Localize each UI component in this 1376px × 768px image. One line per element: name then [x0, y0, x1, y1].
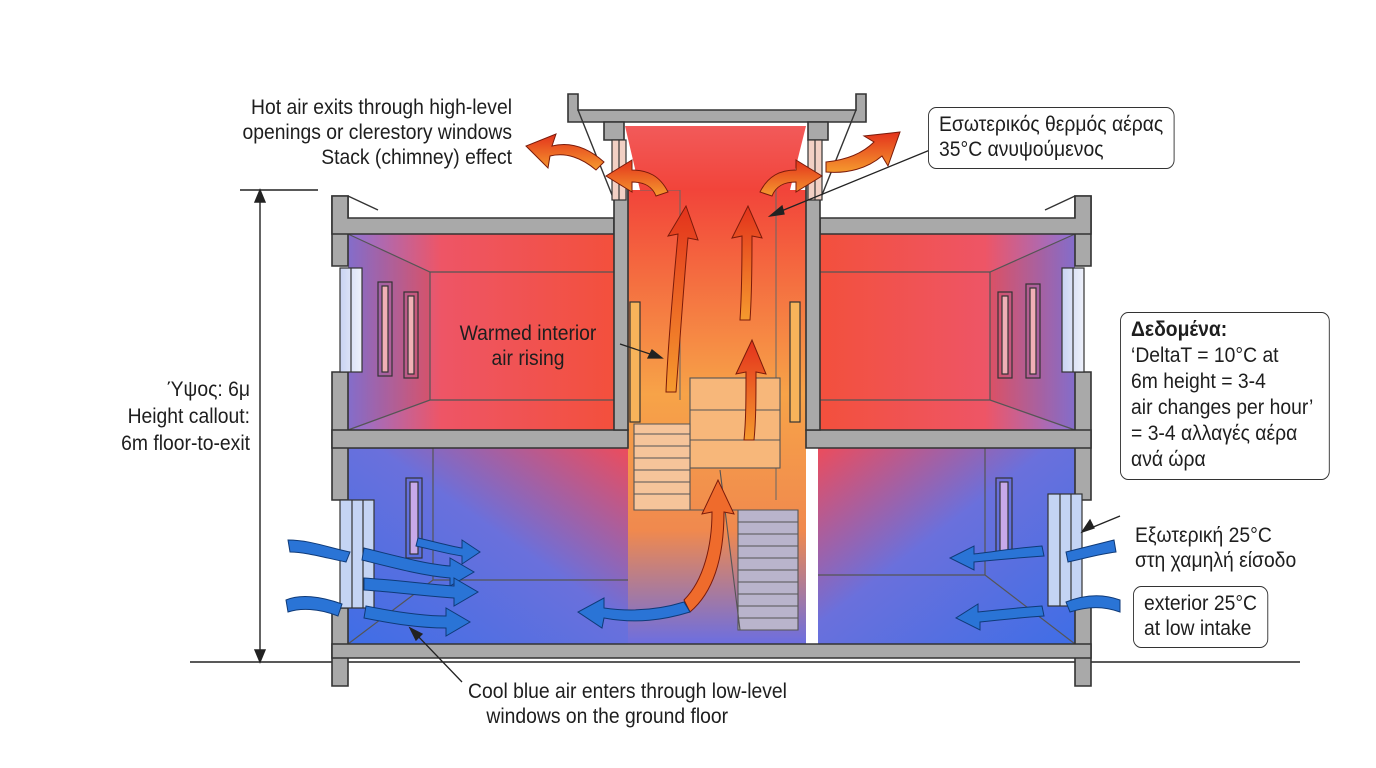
exterior-greek-label: Εξωτερική 25°C στη χαμηλή είσοδο	[1135, 523, 1296, 573]
staircase	[633, 377, 799, 631]
cool-arrow-inside-left-3	[363, 605, 471, 637]
leader-lines	[408, 149, 1121, 683]
hot-arrow-rising-right-top	[731, 204, 763, 321]
warmed-line-1: Warmed interior	[459, 322, 597, 345]
data-line-4: = 3-4 αλλαγές αέρα	[1131, 422, 1298, 445]
data-line-3: air changes per hour’	[1131, 396, 1314, 419]
interior-hot-callout: Εσωτερικός θερμός αέρας 35°C ανυψούμενος	[928, 107, 1175, 169]
interior-hot-line-1: Εσωτερικός θερμός αέρας	[939, 113, 1164, 136]
cool-arrow-inside-left-4	[415, 537, 481, 565]
hot-arrow-exit-right	[825, 131, 901, 173]
hot-air-arrows	[525, 131, 901, 613]
exterior-greek-line-2: στη χαμηλή είσοδο	[1135, 549, 1297, 572]
exterior-greek-line-1: Εξωτερική 25°C	[1135, 524, 1272, 547]
cool-arrow-inside-right-2	[954, 603, 1045, 631]
cool-arrow-inside-right-1	[948, 545, 1045, 571]
cool-air-line-1: Cool blue air enters through low-level	[468, 680, 787, 703]
clerestory-roof-right	[819, 109, 857, 201]
data-title: Δεδομένα:	[1131, 318, 1228, 341]
cool-arrow-in-right-bottom	[1065, 595, 1121, 613]
roof-slope-left	[347, 195, 379, 211]
exhaust-line-2: openings or clerestory windows	[242, 121, 512, 144]
upper-left-room	[347, 233, 615, 431]
exhaust-line-1: Hot air exits through high-level	[251, 96, 512, 119]
cool-air-label: Cool blue air enters through low-level w…	[468, 679, 787, 729]
interior-hot-line-2: 35°C ανυψούμενος	[939, 138, 1104, 161]
hot-arrow-curl-right	[759, 159, 823, 197]
cool-arrow-core-curve	[577, 597, 691, 629]
hot-arrow-curving	[683, 478, 735, 613]
hot-arrow-exit-left	[525, 133, 605, 171]
building-walls	[331, 93, 1092, 687]
height-line-3: 6m floor-to-exit	[121, 432, 250, 455]
height-label: Ύψος: 6μ Height callout: 6m floor-to-exi…	[57, 376, 250, 457]
data-line-2: 6m height = 3-4	[1131, 370, 1266, 393]
cool-air-arrows	[285, 537, 1121, 637]
clerestory-roof-left	[577, 109, 615, 201]
warmed-line-2: air rising	[491, 347, 565, 370]
cool-air-line-2: windows on the ground floor	[486, 705, 729, 728]
data-callout: Δεδομένα: ‘DeltaT = 10°C at 6m height = …	[1120, 312, 1330, 480]
hot-arrow-rising-right-mid	[735, 338, 767, 441]
cool-arrow-in-left-bottom	[285, 596, 343, 617]
exterior-english-line-1: exterior 25°C	[1144, 592, 1257, 615]
data-line-5: ανά ώρα	[1131, 448, 1206, 471]
exterior-english-line-2: at low intake	[1144, 617, 1252, 640]
height-dimension	[240, 188, 318, 664]
exhaust-line-3: Stack (chimney) effect	[321, 146, 512, 169]
hot-arrow-rising-left	[665, 204, 699, 393]
cool-arrow-inside-left-2	[363, 577, 479, 607]
roof-slope-right	[1044, 195, 1076, 211]
cool-arrow-in-right-top	[1065, 539, 1117, 563]
warmed-label: Warmed interior air rising	[442, 321, 615, 371]
data-line-1: ‘DeltaT = 10°C at	[1131, 344, 1279, 367]
exterior-english-callout: exterior 25°C at low intake	[1133, 586, 1269, 648]
height-line-1: Ύψος: 6μ	[167, 378, 250, 401]
exhaust-label: Hot air exits through high-level opening…	[216, 95, 512, 170]
height-line-2: Height callout:	[127, 405, 250, 428]
cool-arrow-in-left-top	[287, 539, 351, 563]
cool-arrow-inside-left-1	[361, 547, 475, 587]
hot-arrow-curl-left	[605, 159, 669, 197]
clerestory-shaft	[625, 126, 806, 190]
